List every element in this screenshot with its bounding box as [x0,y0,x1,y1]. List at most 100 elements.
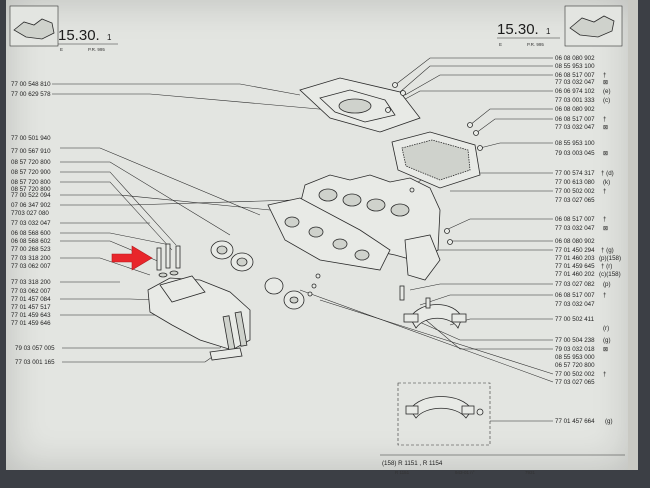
part-number: 77 03 001 165 [15,359,55,366]
part-suffix: (p) [603,281,611,288]
part-number: 77 03 027 065 [555,379,595,386]
part-number: 77 03 032 047 [555,225,595,232]
part-number: 77 01 457 517 [11,304,51,311]
part-number: 77 00 629 578 [11,91,51,98]
part-number: 77 01 457 084 [11,296,51,303]
part-number: 77 00 502 002 [555,371,595,378]
left-page-subcode: 1 [107,33,112,42]
part-number: 06 08 080 902 [555,238,595,245]
part-number: 77 03 032 047 [11,220,51,227]
part-suffix: † [603,72,607,79]
part-number: 77 00 574 317 [555,170,595,177]
part-number: 08 57 720 800 [11,186,51,193]
part-suffix: † [603,371,607,378]
part-number: 77 00 502 002 [555,188,595,195]
part-suffix: (r) [603,325,609,332]
part-number: 7703 027 080 [11,210,49,217]
right-leader-lines [299,57,554,422]
right-edition-letter: E [499,42,502,47]
right-page-subcode: 1 [546,27,551,36]
manifold-gasket [267,197,391,271]
part-suffix: (g) [603,337,611,344]
thumbnail-manifold-shape [13,18,55,40]
part-suffix: (c) [603,97,610,104]
part-number: 06 08 568 600 [11,230,51,237]
flange-gaskets [210,240,305,310]
part-suffix: ⊠ [603,346,608,353]
left-leader-lines [52,83,331,363]
part-number: 06 08 517 007 [555,72,595,79]
part-number: 08 57 720 800 [11,159,51,166]
part-number: 77 03 062 007 [11,263,51,270]
part-suffix: (p)(158) [599,255,621,262]
part-number: 06 08 517 007 [555,116,595,123]
part-number: 77 03 027 082 [555,281,595,288]
part-number: 79 03 032 018 [555,346,595,353]
part-number: 08 57 720 900 [11,169,51,176]
footer-bottom-left: R 1151 [395,470,410,475]
sheet-edge [628,0,638,470]
pipe-clamp [399,285,467,329]
part-number: 08 55 953 100 [555,63,595,70]
part-number: 06 08 080 902 [555,55,595,62]
part-number: 77 00 567 910 [11,148,51,155]
part-number: 77 01 459 643 [11,312,51,319]
left-page-code: 15.30. [58,27,100,44]
part-number: 77 01 459 646 [11,320,51,327]
part-number: 79 03 057 005 [15,345,55,352]
part-number: 77 00 613 080 [555,179,595,186]
part-suffix: † [603,116,607,123]
part-suffix: ⊠ [603,150,608,157]
part-suffix: ⊠ [603,124,608,131]
part-suffix: † (r) [601,263,612,270]
part-number: 06 08 080 902 [555,106,595,113]
clamp-inset-box [397,382,491,446]
exhaust-manifold [299,174,441,281]
part-number: 77 03 318 200 [11,255,51,262]
left-header: 15.30. 1 E P.R. 995 [9,5,118,52]
small-hardware [307,82,483,297]
part-suffix: † (d) [601,170,614,177]
part-number: 79 03 003 045 [555,150,595,157]
part-number: 77 03 001 333 [555,97,595,104]
part-number: 77 01 457 664 [555,418,595,425]
part-number: 77 01 450 294 [555,247,595,254]
right-pr-ref: P.R. 995 [527,42,544,47]
part-number: 06 06 974 102 [555,88,595,95]
part-number: 77 03 062 007 [11,288,51,295]
part-number: 77 03 027 065 [555,197,595,204]
part-suffix: † (g) [601,247,614,254]
upper-heat-shield [299,77,421,133]
part-number: 06 57 720 800 [555,362,595,369]
part-number: 77 00 501 940 [11,135,51,142]
footer: (158) R 1151 , R 1154 R 1151 943-01 n° 7… [380,454,625,475]
left-pr-ref: P.R. 995 [88,47,105,52]
part-number: 77 00 502 411 [555,316,595,323]
middle-heat-shield [391,131,481,189]
studs [156,243,181,278]
part-number: 08 55 953 000 [555,354,595,361]
part-number: 77 01 460 202 [555,271,595,278]
part-number: 77 00 522 094 [11,192,51,199]
part-suffix: ⊠ [603,225,608,232]
red-pointer-arrow-icon [111,245,153,271]
part-number: 77 00 504 238 [555,337,595,344]
part-number: 08 57 720 800 [11,179,51,186]
right-part-numbers: 06 08 080 902 08 55 953 100 06 08 517 00… [555,55,621,425]
part-suffix: (c)(158) [599,271,621,278]
part-number: 77 00 268 523 [11,246,51,253]
right-header: 15.30. 1 E P.R. 995 [497,5,623,47]
intake-manifold [147,275,251,361]
left-part-numbers: 77 00 548 810 77 00 629 578 77 00 501 94… [11,81,55,366]
footer-note: (158) R 1151 , R 1154 [382,460,443,467]
part-suffix: † [603,292,607,299]
part-number: 06 08 517 007 [555,216,595,223]
part-number: 77 01 459 645 [555,263,595,270]
part-number: 08 55 953 100 [555,140,595,147]
part-suffix: † [603,216,607,223]
part-number: 77 03 032 047 [555,79,595,86]
part-suffix: (k) [603,179,610,186]
part-number: 06 08 517 007 [555,292,595,299]
